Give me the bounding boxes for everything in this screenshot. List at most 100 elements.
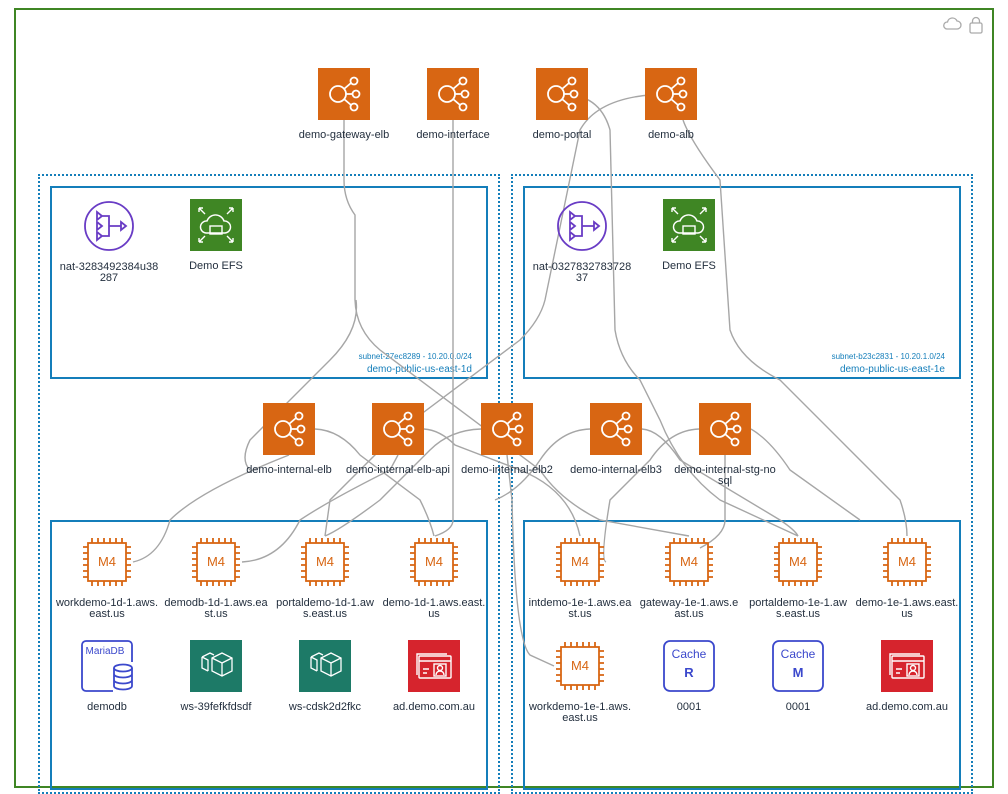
subnet-id: subnet-b23c2831 - 10.20.1.0/24 [831, 352, 945, 361]
node-label: demo-gateway-elb [298, 129, 390, 141]
node-label: nat-032783278372837 [532, 261, 632, 284]
node-label: demo-alb [648, 129, 694, 141]
elb-icon [699, 403, 751, 455]
ec2-node[interactable]: M4 workdemo-1e-1.aws.east.us [525, 640, 635, 724]
node-label: workdemo-1e-1.aws.east.us [528, 701, 632, 724]
svg-text:M: M [793, 665, 804, 680]
elb-node[interactable]: demo-internal-stg-nosql [670, 403, 780, 487]
connector-line [343, 120, 690, 537]
node-label: gateway-1e-1.aws.east.us [639, 597, 739, 620]
elb-node[interactable]: demo-internal-elb2 [452, 403, 562, 476]
efs-node[interactable]: Demo EFS [634, 199, 744, 272]
node-label: ad.demo.com.au [393, 701, 475, 713]
elb-node[interactable]: demo-portal [507, 68, 617, 141]
connector-line [682, 119, 908, 537]
ec2-icon: M4 [554, 536, 606, 588]
public-subnet-1e[interactable]: subnet-b23c2831 - 10.20.1.0/24 demo-publ… [523, 186, 961, 379]
ec2-node[interactable]: M4 portaldemo-1d-1.aws.east.us [270, 536, 380, 620]
connector-line [423, 428, 581, 537]
workspaces-node[interactable]: ws-cdsk2d2fkc [270, 640, 380, 713]
node-label: demo-1d-1.aws.east.us [382, 597, 486, 620]
node-label: nat-3283492384u38287 [59, 261, 159, 284]
workspaces-icon [299, 640, 351, 692]
ec2-node[interactable]: M4 portaldemo-1e-1.aws.east.us [743, 536, 853, 620]
mariadb-node[interactable]: MariaDB demodb [52, 640, 162, 713]
ec2-icon: M4 [81, 536, 133, 588]
node-label: ws-39fefkfdsdf [180, 701, 252, 713]
ec2-node[interactable]: M4 workdemo-1d-1.aws.east.us [52, 536, 162, 620]
elb-icon [318, 68, 370, 120]
elb-node[interactable]: demo-internal-elb [234, 403, 344, 476]
nat-icon [83, 200, 135, 252]
lock-icon [969, 16, 983, 34]
subnet-name: demo-public-us-east-1d [366, 364, 472, 375]
connector-line [324, 93, 672, 537]
public-subnet-1d[interactable]: subnet-27ec8289 - 10.20.0.0/24 demo-publ… [50, 186, 488, 379]
nat-node[interactable]: nat-032783278372837 [527, 200, 637, 284]
node-label: 0001 [676, 701, 702, 713]
node-label: workdemo-1d-1.aws.east.us [55, 597, 159, 620]
elb-node[interactable]: demo-alb [616, 68, 726, 141]
directory-icon [881, 640, 933, 692]
connector-line [434, 120, 454, 537]
node-label: portaldemo-1d-1.aws.east.us [276, 597, 374, 620]
ec2-node[interactable]: M4 demo-1e-1.aws.east.us [852, 536, 962, 620]
ec2-icon: M4 [881, 536, 933, 588]
connector-line [561, 93, 799, 537]
connector-line [750, 428, 861, 521]
nat-icon [556, 200, 608, 252]
node-label: demo-1e-1.aws.east.us [855, 597, 959, 620]
elb-node[interactable]: demo-internal-elb3 [561, 403, 671, 476]
workspaces-node[interactable]: ws-39fefkfdsdf [161, 640, 271, 713]
svg-text:Cache: Cache [781, 647, 816, 661]
header-icons [942, 16, 984, 34]
ec2-icon: M4 [299, 536, 351, 588]
svg-text:M4: M4 [680, 554, 698, 569]
svg-text:M4: M4 [98, 554, 116, 569]
svg-text:M4: M4 [571, 658, 589, 673]
nat-node[interactable]: nat-3283492384u38287 [54, 200, 164, 284]
connector-line [603, 428, 700, 563]
workspaces-icon [190, 640, 242, 692]
connector-lines [132, 93, 908, 667]
svg-text:M4: M4 [789, 554, 807, 569]
directory-node[interactable]: ad.demo.com.au [852, 640, 962, 713]
efs-icon [663, 199, 715, 251]
svg-text:MariaDB: MariaDB [86, 646, 125, 657]
elb-icon [427, 68, 479, 120]
elb-node[interactable]: demo-interface [398, 68, 508, 141]
connector-line [241, 454, 399, 563]
efs-icon [190, 199, 242, 251]
connector-line [641, 428, 799, 537]
svg-text:R: R [684, 665, 694, 680]
node-label: Demo EFS [189, 260, 243, 272]
connector-line [494, 428, 591, 501]
svg-text:M4: M4 [425, 554, 443, 569]
node-label: demodb [87, 701, 127, 713]
node-label: demo-internal-elb3 [570, 464, 662, 476]
cloud-icon [943, 17, 962, 30]
svg-text:M4: M4 [207, 554, 225, 569]
connector-line [506, 454, 555, 667]
directory-node[interactable]: ad.demo.com.au [379, 640, 489, 713]
ec2-node[interactable]: M4 demo-1d-1.aws.east.us [379, 536, 489, 620]
connector-line [132, 454, 290, 563]
elb-node[interactable]: demo-internal-elb-api [343, 403, 453, 476]
efs-node[interactable]: Demo EFS [161, 199, 271, 272]
elb-node[interactable]: demo-gateway-elb [289, 68, 399, 141]
directory-icon [408, 640, 460, 692]
node-label: ws-cdsk2d2fkc [288, 701, 362, 713]
ec2-node[interactable]: M4 gateway-1e-1.aws.east.us [634, 536, 744, 620]
node-label: portaldemo-1e-1.aws.east.us [749, 597, 847, 620]
elb-icon [590, 403, 642, 455]
node-label: demo-internal-elb-api [346, 464, 450, 476]
node-label: 0001 [785, 701, 811, 713]
node-label: demo-internal-stg-nosql [674, 464, 776, 487]
elb-icon [263, 403, 315, 455]
